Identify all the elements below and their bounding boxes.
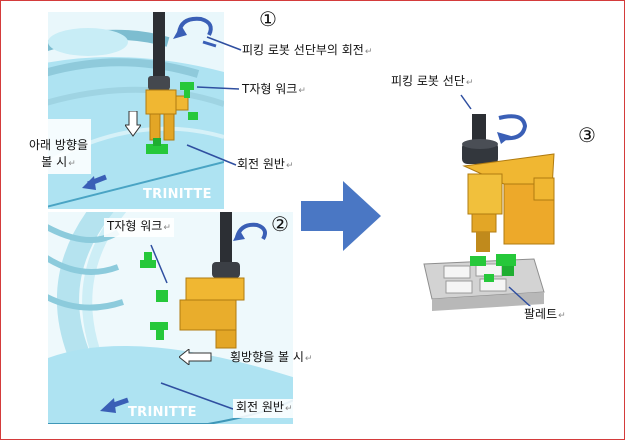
label-t-work-top: T자형 워크↵ [239, 81, 309, 100]
step-number-3: ③ [578, 123, 596, 147]
panel-1-scene [48, 12, 224, 209]
rotation-arrow-top [173, 16, 213, 39]
panel-1-top-view: TRINITTE [48, 12, 224, 209]
label-picking-tip: 피킹 로봇 선단↵ [388, 73, 477, 92]
brand-bottom: TRINITTE [128, 405, 197, 420]
panel-2-scene [48, 212, 293, 424]
step-number-1: ① [259, 7, 277, 31]
label-rotating-disk-top: 회전 원반↵ [237, 157, 294, 171]
rotation-arrow-mid [233, 222, 267, 241]
label-t-work-bottom: T자형 워크↵ [104, 218, 174, 237]
panel-3-scene [384, 114, 599, 311]
step-number-2: ② [271, 212, 289, 236]
label-look-down: 아래 방향을 볼 시↵ [26, 119, 92, 174]
side-view-arrow [179, 349, 212, 365]
label-tip-rotation: 피킹 로봇 선단부의 회전↵ [242, 43, 373, 57]
label-look-side: 횡방향을 볼 시↵ [230, 350, 313, 364]
panel-3-pallet-view [384, 114, 599, 311]
label-rotating-disk-bottom: 회전 원반↵ [233, 399, 296, 418]
process-arrow [301, 181, 381, 251]
rotation-arrow-right [497, 114, 528, 144]
panel-2-side-view: TRINITTE [48, 212, 293, 424]
down-view-arrow [125, 111, 141, 137]
brand-top: TRINITTE [143, 187, 212, 202]
label-pallet: 팔레트↵ [521, 306, 569, 325]
